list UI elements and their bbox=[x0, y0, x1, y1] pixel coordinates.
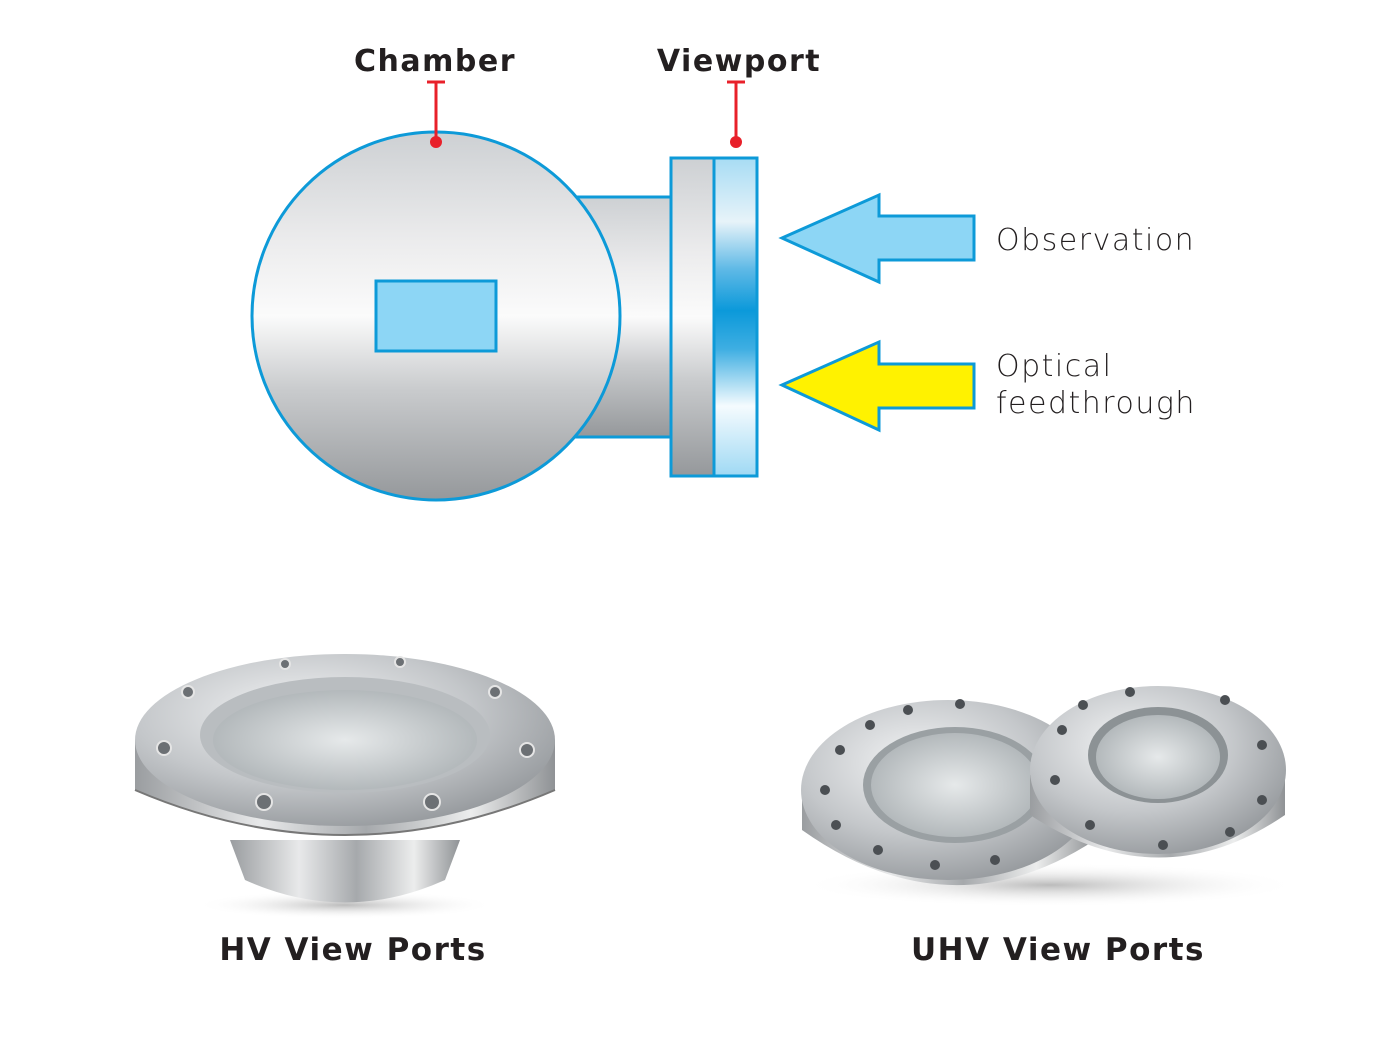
flange bbox=[669, 156, 716, 478]
observation-label: Observation bbox=[996, 223, 1195, 258]
viewport-label: Viewport bbox=[657, 44, 821, 79]
viewport-marker bbox=[727, 80, 745, 148]
uhv-caption: UHV View Ports bbox=[911, 932, 1205, 968]
optical-label-line2: feedthrough bbox=[996, 386, 1196, 421]
hv-caption: HV View Ports bbox=[219, 932, 486, 968]
uhv-viewport-photo bbox=[800, 686, 1300, 907]
hv-viewport-photo bbox=[134, 654, 556, 919]
optical-feedthrough-arrow-icon bbox=[778, 339, 976, 433]
chamber-label: Chamber bbox=[354, 44, 516, 79]
optical-label-line1: Optical bbox=[996, 349, 1112, 384]
observation-arrow-icon bbox=[778, 192, 976, 285]
chamber-marker bbox=[427, 80, 445, 148]
chamber-window bbox=[374, 279, 498, 353]
viewport-glass bbox=[712, 156, 759, 478]
